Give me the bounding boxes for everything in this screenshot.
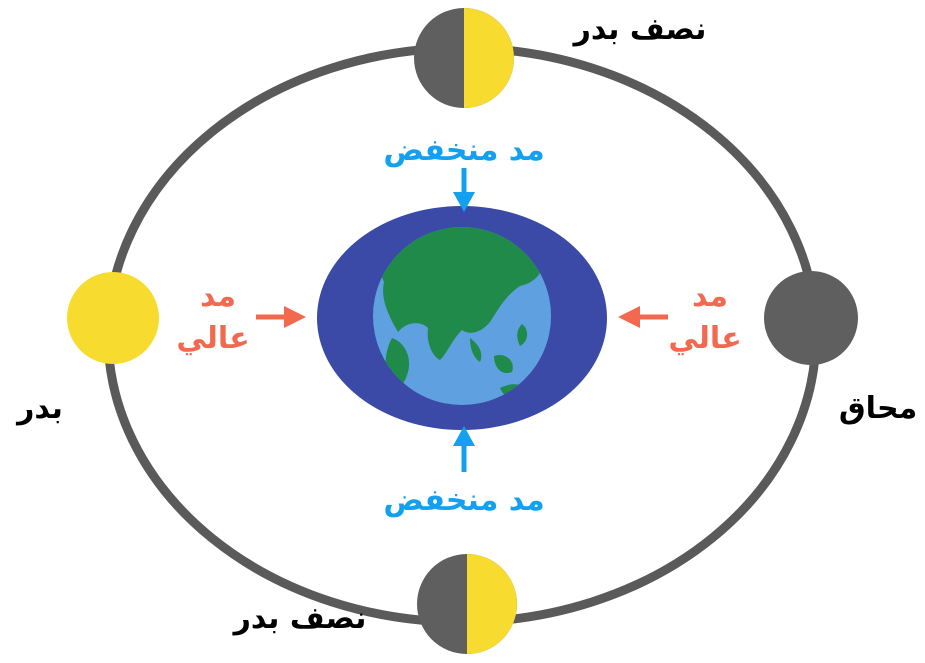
arrow-icon	[256, 306, 306, 328]
high-tide-label-left-line2: عالي	[176, 321, 249, 356]
moon-phase-icon	[764, 271, 858, 365]
low-tide-label-top: مد منخفض	[383, 133, 544, 168]
moon-phase-icon	[417, 554, 517, 654]
full-moon-label: بدر	[15, 391, 63, 426]
moon-phase-icon	[67, 272, 159, 364]
arrow-icon	[453, 168, 475, 212]
half-moon-label-bottom: نصف بدر	[232, 601, 367, 636]
half-moon-label-top: نصف بدر	[572, 12, 707, 47]
arrow-icon	[453, 426, 475, 472]
arrow-icon	[618, 306, 668, 328]
new-moon-label: محاق	[839, 391, 917, 426]
moon-phase-icon	[414, 8, 514, 108]
high-tide-label-right-line2: عالي	[668, 321, 741, 356]
low-tide-label-bottom: مد منخفض	[383, 483, 544, 518]
high-tide-label-left-line1: مد	[200, 279, 236, 314]
high-tide-label-right-line1: مد	[692, 279, 728, 314]
